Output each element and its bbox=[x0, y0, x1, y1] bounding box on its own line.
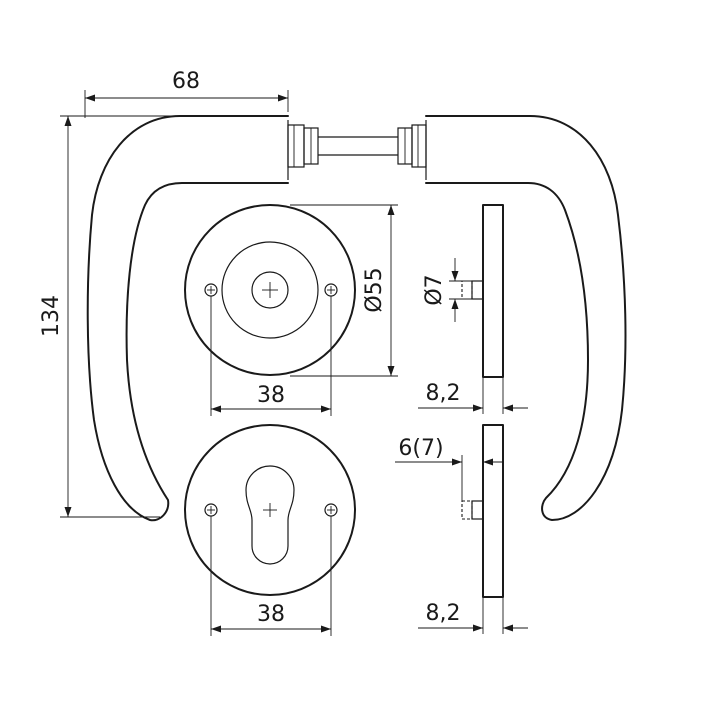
dimension-label-8-2-top: 8,2 bbox=[426, 381, 461, 406]
screw-hole-top-right bbox=[324, 283, 338, 297]
spindle-collar-left bbox=[287, 124, 319, 168]
dimension-thickness-bottom: 8,2 bbox=[418, 597, 528, 634]
dimension-knob-diameter: Ø7 bbox=[422, 258, 472, 322]
screw-hole-bottom-left bbox=[204, 503, 218, 517]
spindle-collar-right bbox=[397, 124, 427, 168]
dimension-thickness-top: 8,2 bbox=[418, 377, 528, 414]
dimension-label-134: 134 bbox=[39, 295, 64, 337]
spindle-rod bbox=[318, 136, 398, 156]
right-lever-handle bbox=[425, 115, 627, 521]
cylinder-rose-bottom bbox=[184, 424, 356, 596]
dimension-screw-spacing-top: 38 bbox=[210, 296, 332, 416]
dimension-label-d7: Ø7 bbox=[422, 274, 447, 305]
dimension-rose-offset: 6(7) bbox=[395, 425, 503, 501]
left-lever-handle bbox=[86, 115, 289, 522]
screw-hole-top-left bbox=[204, 283, 218, 297]
dimension-screw-spacing-bottom: 38 bbox=[210, 516, 332, 636]
dimension-label-6-7: 6(7) bbox=[398, 436, 443, 461]
dimension-lever-length: 68 bbox=[84, 69, 289, 118]
side-view-bottom bbox=[461, 424, 504, 598]
side-view-top bbox=[461, 204, 504, 378]
dimension-total-height: 134 bbox=[39, 115, 176, 518]
screw-hole-bottom-right bbox=[324, 503, 338, 517]
dimension-label-38-bottom: 38 bbox=[257, 602, 285, 627]
dimension-label-68: 68 bbox=[172, 69, 200, 94]
dimension-label-38-top: 38 bbox=[257, 383, 285, 408]
round-rose-top bbox=[184, 204, 356, 376]
dimension-rose-diameter: Ø55 bbox=[290, 204, 398, 377]
dimension-label-8-2-bottom: 8,2 bbox=[426, 601, 461, 626]
dimension-label-d55: Ø55 bbox=[362, 267, 387, 312]
